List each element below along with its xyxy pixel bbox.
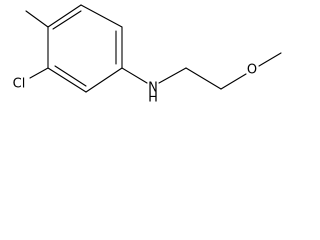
structure-canvas: Cl N H O (0, 0, 294, 103)
chlorine-label: Cl (13, 77, 26, 92)
nitrogen-label: N (148, 81, 158, 96)
ring-double-bond-bottom (54, 65, 87, 87)
ring-bond-bottom-right (85, 67, 123, 93)
molecule-diagram: Cl N H O (13, 4, 282, 104)
methyl-bond (25, 10, 49, 28)
ring-bond-bottom-left (47, 67, 87, 93)
ch2-ch2-bond (185, 67, 222, 90)
ring-bond-top (80, 4, 123, 28)
oxygen-label: O (247, 63, 257, 78)
amine-hydrogen-label: H (148, 91, 158, 104)
ring-to-nitrogen-bond (121, 67, 148, 84)
oxygen-to-methyl-bond (258, 52, 282, 67)
ch2-to-oxygen-bond (220, 73, 247, 90)
chloro-bond (29, 67, 49, 79)
ring-bond-top-left (47, 4, 82, 28)
nitrogen-to-ch2-bond (158, 67, 187, 84)
ring-double-bond-top (52, 10, 82, 30)
